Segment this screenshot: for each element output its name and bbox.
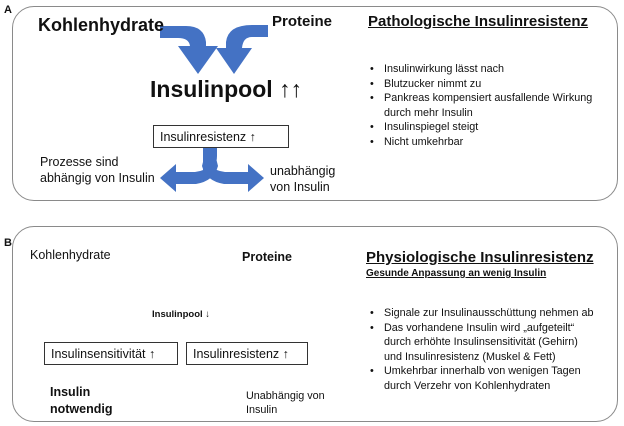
bullet-a-3: Pankreas kompensiert ausfallende Wirkung… xyxy=(366,91,592,120)
dependent-line-2: abhängig von Insulin xyxy=(40,171,155,185)
bullet-a-2: Blutzucker nimmt zu xyxy=(366,77,592,92)
dependent-label-a: Prozesse sind abhängig von Insulin xyxy=(40,154,155,186)
bullet-list-b: Signale zur Insulinausschüttung nehmen a… xyxy=(366,306,593,394)
bullet-a-5: Nicht umkehrbar xyxy=(366,135,592,150)
bullet-b-2-line-1: Das vorhandene Insulin wird „aufgeteilt“ xyxy=(384,321,575,334)
heading-a: Pathologische Insulinresistenz xyxy=(368,13,589,30)
bullet-a-3-line-2: durch mehr Insulin xyxy=(384,106,473,119)
bullet-a-4-line-1: Insulinspiegel steigt xyxy=(384,121,479,134)
bullet-a-1: Insulinwirkung lässt nach xyxy=(366,62,592,77)
bullet-b-1: Signale zur Insulinausschüttung nehmen a… xyxy=(366,306,593,321)
bullet-a-3-line-1: Pankreas kompensiert ausfallende Wirkung xyxy=(384,92,593,105)
split-right-arrow-a xyxy=(202,150,264,192)
proteins-label-a: Proteine xyxy=(272,13,333,30)
panel-a-label: A xyxy=(4,4,12,16)
independent-b-line-2: Insulin xyxy=(246,404,278,416)
subheading-b: Gesunde Anpassung an wenig Insulin xyxy=(366,268,547,279)
proteins-label-b: Proteine xyxy=(242,250,293,264)
bullet-b-3-line-1: Umkehrbar innerhalb von wenigen Tagen xyxy=(384,365,581,378)
independent-label-b: Unabhängig von Insulin xyxy=(246,389,325,417)
dependent-line-1: Prozesse sind xyxy=(40,155,119,169)
bullet-b-2: Das vorhandene Insulin wird „aufgeteilt“… xyxy=(366,321,593,365)
necessary-label-b: Insulin notwendig xyxy=(50,384,113,418)
bullet-b-3: Umkehrbar innerhalb von wenigen Tagendur… xyxy=(366,364,593,393)
bullet-a-5-line-1: Nicht umkehrbar xyxy=(384,135,464,148)
sensitivity-box-b: Insulinsensitivität ↑ xyxy=(44,342,178,365)
carbs-label-b: Kohlenhydrate xyxy=(30,248,111,262)
independent-line-2: von Insulin xyxy=(270,180,330,194)
independent-label-a: unabhängig von Insulin xyxy=(270,163,335,195)
carbs-arrow-a xyxy=(160,26,218,74)
heading-b: Physiologische Insulinresistenz xyxy=(366,249,594,266)
bullet-a-2-line-1: Blutzucker nimmt zu xyxy=(384,77,482,90)
resistance-box-a: Insulinresistenz ↑ xyxy=(153,125,289,148)
necessary-line-1: Insulin xyxy=(50,385,91,399)
protein-arrow-a xyxy=(216,25,268,74)
split-left-arrow-a xyxy=(160,150,218,192)
panel-b-label: B xyxy=(4,237,12,249)
bullet-b-3-line-2: durch Verzehr von Kohlenhydraten xyxy=(384,379,551,392)
carbs-label-a: Kohlenhydrate xyxy=(38,15,165,35)
bullet-b-1-line-1: Signale zur Insulinausschüttung nehmen a… xyxy=(384,307,594,319)
resistance-box-b: Insulinresistenz ↑ xyxy=(186,342,308,365)
bullet-b-2-line-3: und Insulinresistenz (Muskel & Fett) xyxy=(384,350,556,363)
bullet-a-1-line-1: Insulinwirkung lässt nach xyxy=(384,63,505,75)
bullet-a-4: Insulinspiegel steigt xyxy=(366,120,592,135)
necessary-line-2: notwendig xyxy=(50,402,113,416)
independent-line-1: unabhängig xyxy=(270,164,336,178)
insulin-pool-a: Insulinpool ↑↑ xyxy=(150,76,303,102)
insulin-pool-b: Insulinpool ↓ xyxy=(152,309,211,320)
independent-b-line-1: Unabhängig von xyxy=(246,390,325,402)
bullet-b-2-line-2: durch erhöhte Insulinsensitivität (Gehir… xyxy=(384,336,578,349)
bullet-list-a: Insulinwirkung lässt nach Blutzucker nim… xyxy=(366,62,592,150)
